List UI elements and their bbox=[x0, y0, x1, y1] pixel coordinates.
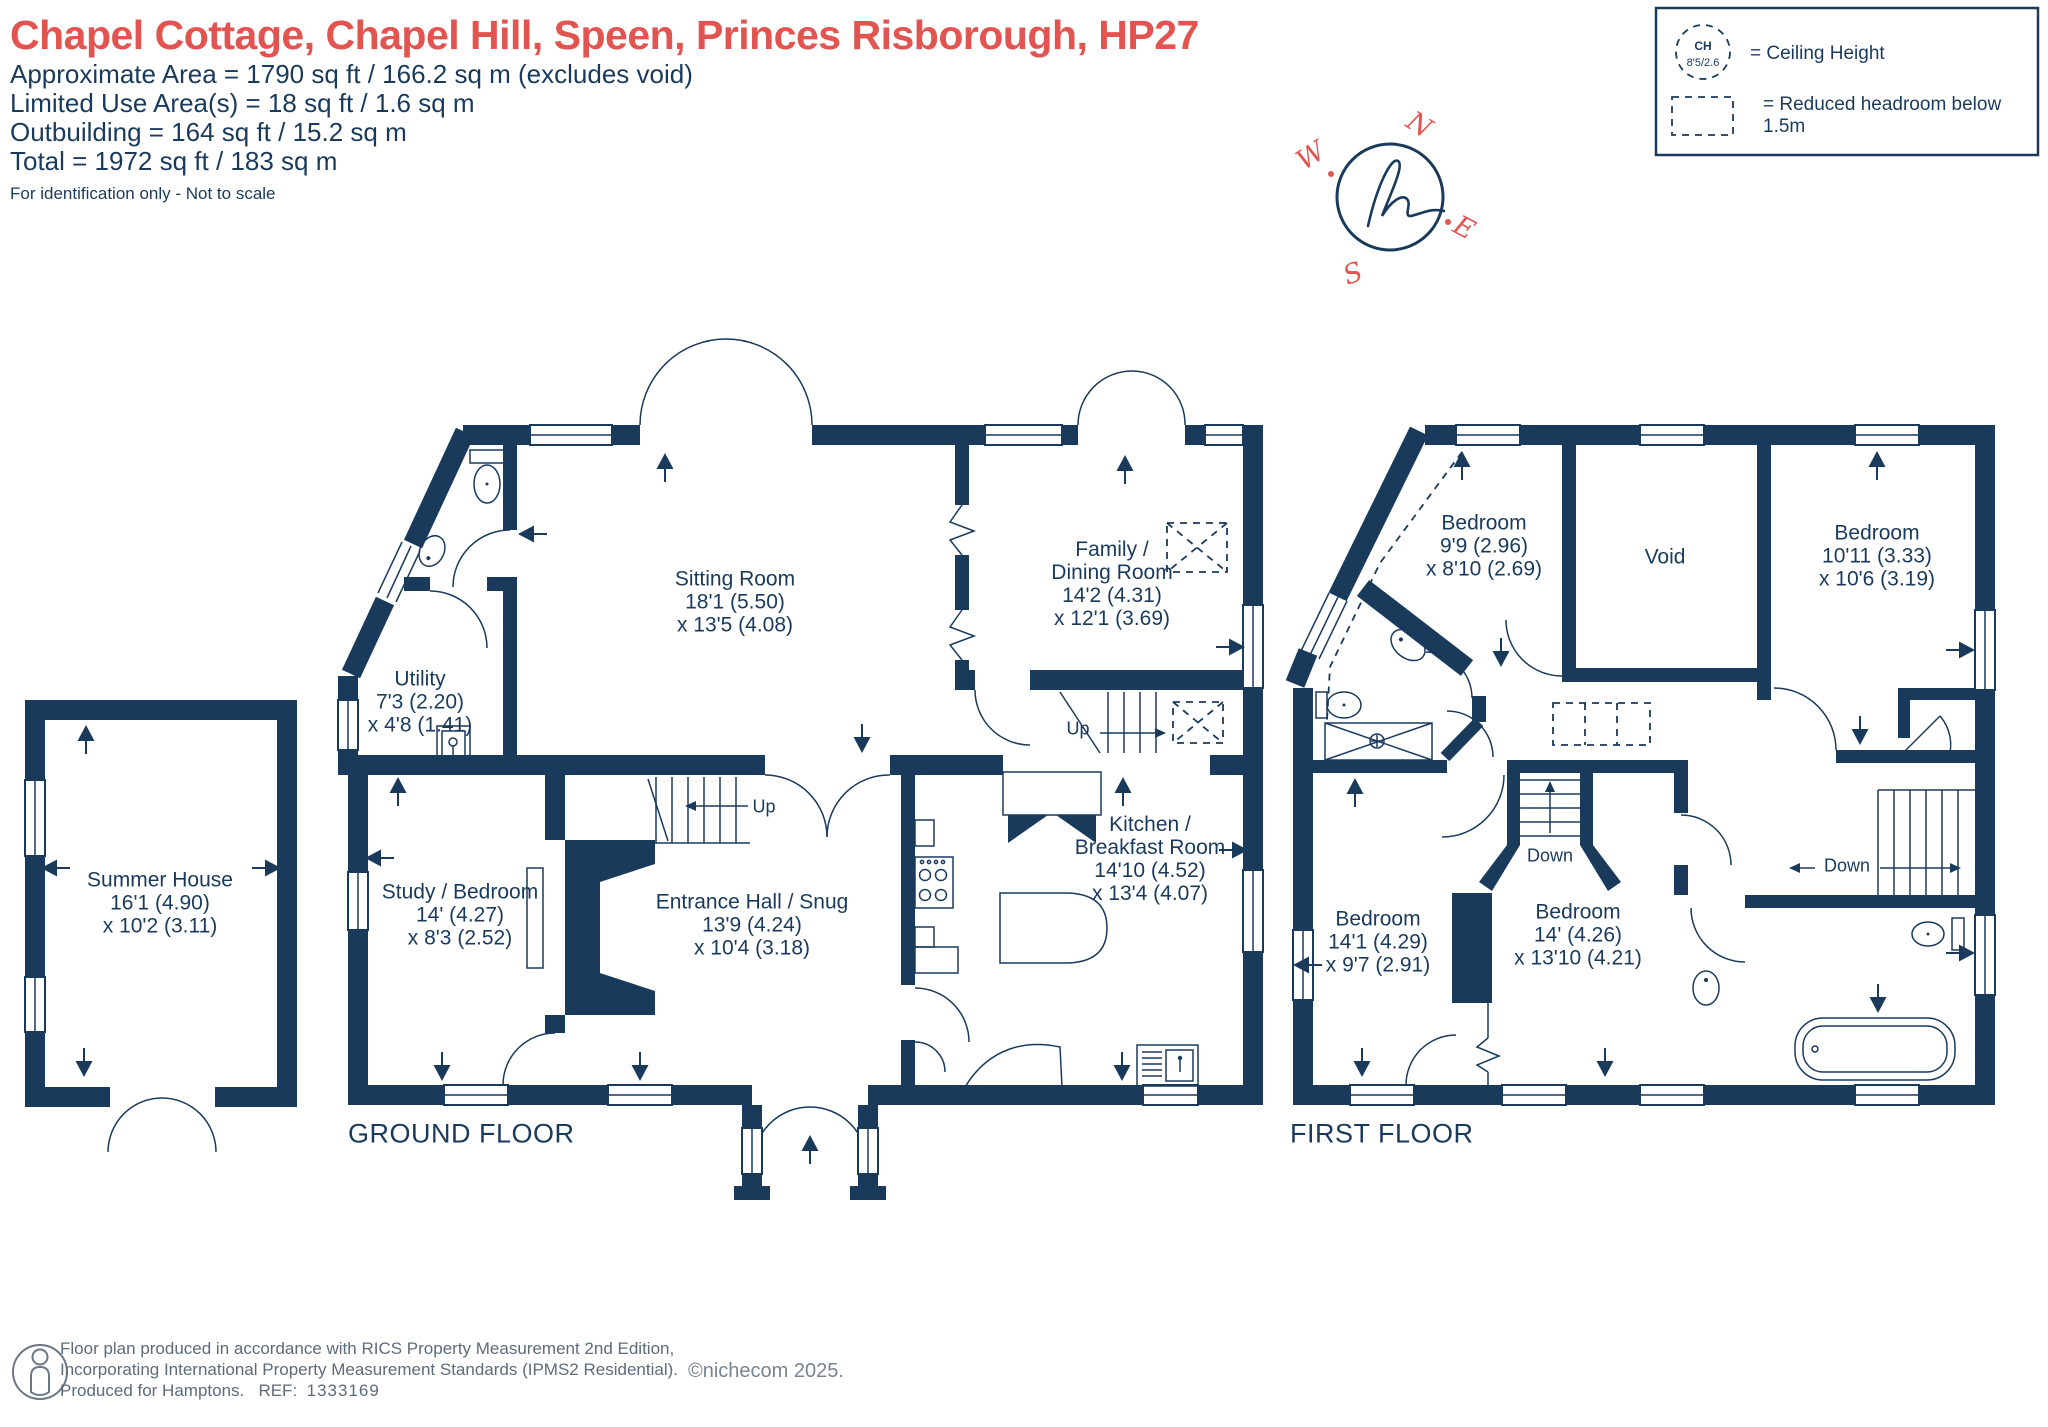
center-staircase bbox=[1520, 779, 1580, 837]
person-icon bbox=[12, 1344, 68, 1400]
zigzag-opening bbox=[948, 609, 977, 661]
ceiling-height-icon bbox=[1675, 24, 1731, 80]
hamptons-h-logo-icon bbox=[1366, 159, 1446, 228]
room-label-family-dining: Family / Dining Room 14'2 (4.31) x 12'1 … bbox=[1051, 538, 1173, 630]
header: Chapel Cottage, Chapel Hill, Speen, Prin… bbox=[10, 12, 1199, 204]
kitchen-counters bbox=[914, 819, 959, 974]
copyright: ©nichecom 2025. bbox=[688, 1360, 844, 1382]
footer-ref-label: REF: bbox=[258, 1381, 298, 1400]
toilet-icon bbox=[1315, 691, 1362, 719]
approximate-area: Approximate Area = 1790 sq ft / 166.2 sq… bbox=[10, 59, 693, 89]
ground-floor-plan bbox=[337, 338, 1264, 1200]
windows bbox=[337, 424, 1264, 1106]
utility-sink-icon bbox=[436, 725, 471, 762]
room-label-utility: Utility 7'3 (2.20) x 4'8 (1.41) bbox=[367, 667, 473, 737]
room-label-kitchen: Kitchen / Breakfast Room 14'10 (4.52) x … bbox=[1074, 813, 1226, 905]
outbuilding-area: Outbuilding = 164 sq ft / 15.2 sq m bbox=[10, 117, 407, 147]
shower-icon bbox=[1324, 722, 1433, 761]
fireplace-chimney bbox=[526, 840, 655, 1015]
compass bbox=[1328, 142, 1451, 252]
legend-reduced-label: = Reduced headroom below 1.5m bbox=[1763, 94, 2002, 137]
room-label-void: Void bbox=[1644, 545, 1686, 569]
stairs-down-label: Down bbox=[1526, 845, 1574, 866]
stairs-down-label: Down bbox=[1823, 855, 1871, 876]
basin-icon bbox=[418, 534, 446, 568]
ground-floor-title: GROUND FLOOR bbox=[348, 1118, 575, 1149]
room-label-bedroom-small: Bedroom 9'9 (2.96) x 8'10 (2.69) bbox=[1425, 511, 1543, 581]
total-area: Total = 1972 sq ft / 183 sq m bbox=[10, 146, 338, 176]
reduced-headroom-boxes bbox=[1552, 702, 1651, 746]
stair-underside bbox=[1002, 771, 1102, 843]
limited-use-area: Limited Use Area(s) = 18 sq ft / 1.6 sq … bbox=[10, 88, 475, 118]
toilet-icon bbox=[469, 449, 505, 504]
basin-icon bbox=[1390, 628, 1426, 662]
porch bbox=[734, 1105, 886, 1200]
hall-staircase bbox=[647, 777, 750, 844]
first-floor-title: FIRST FLOOR bbox=[1290, 1118, 1474, 1149]
disclaimer-note: For identification only - Not to scale bbox=[10, 184, 276, 203]
legend-ch-value: 8'5/2.6 bbox=[1686, 57, 1720, 69]
stairs-up-label: Up bbox=[1066, 718, 1090, 739]
footer: Floor plan produced in accordance with R… bbox=[60, 1338, 678, 1401]
zigzag-opening bbox=[1475, 1037, 1501, 1073]
family-staircase bbox=[1059, 691, 1166, 754]
toilet-icon bbox=[1911, 917, 1965, 951]
door-arc bbox=[161, 1097, 217, 1153]
bath-icon bbox=[1794, 1017, 1956, 1081]
stairs-up-label: Up bbox=[752, 796, 776, 817]
compass-circle-icon bbox=[1335, 142, 1445, 252]
kitchen-island bbox=[999, 892, 1108, 964]
reduced-headroom-icon bbox=[1671, 96, 1734, 136]
kitchen-sink-icon bbox=[1136, 1044, 1199, 1087]
footer-ref-value: 1333169 bbox=[306, 1381, 380, 1400]
page-title: Chapel Cottage, Chapel Hill, Speen, Prin… bbox=[10, 12, 1199, 58]
right-staircase bbox=[1789, 789, 1975, 895]
door-arc bbox=[107, 1097, 163, 1153]
room-label-bedroom-center: Bedroom 14' (4.26) x 13'10 (4.21) bbox=[1514, 900, 1642, 970]
bench-seat bbox=[964, 1043, 1063, 1088]
room-label-summer-house: Summer House 16'1 (4.90) x 10'2 (3.11) bbox=[87, 868, 233, 938]
first-floor-plan bbox=[1285, 424, 1996, 1106]
zigzag-opening bbox=[948, 504, 977, 556]
summer-house-plan bbox=[24, 700, 297, 1153]
windows bbox=[1292, 424, 1996, 1106]
hob-icon bbox=[914, 856, 954, 909]
footer-line3: Produced for Hamptons. REF: 1333169 bbox=[60, 1381, 380, 1400]
room-label-entrance-hall: Entrance Hall / Snug 13'9 (4.24) x 10'4 … bbox=[655, 890, 849, 960]
legend-ch-abbr: CH bbox=[1694, 39, 1712, 53]
room-label-sitting: Sitting Room 18'1 (5.50) x 13'5 (4.08) bbox=[674, 567, 796, 637]
room-label-bedroom-left: Bedroom 14'1 (4.29) x 9'7 (2.91) bbox=[1325, 907, 1431, 977]
legend-ceiling-label: = Ceiling Height bbox=[1750, 43, 1885, 64]
footer-line1: Floor plan produced in accordance with R… bbox=[60, 1339, 675, 1358]
room-label-bedroom-right: Bedroom 10'11 (3.33) x 10'6 (3.19) bbox=[1818, 521, 1936, 591]
legend-box bbox=[1654, 6, 2040, 157]
basin-icon bbox=[1692, 970, 1720, 1006]
footer-line2: Incorporating International Property Mea… bbox=[60, 1360, 678, 1379]
reduced-headroom-boxes bbox=[1166, 522, 1228, 744]
sloped-ceiling-line bbox=[1326, 451, 1463, 721]
room-label-study-bedroom: Study / Bedroom 14' (4.27) x 8'3 (2.52) bbox=[381, 880, 539, 950]
